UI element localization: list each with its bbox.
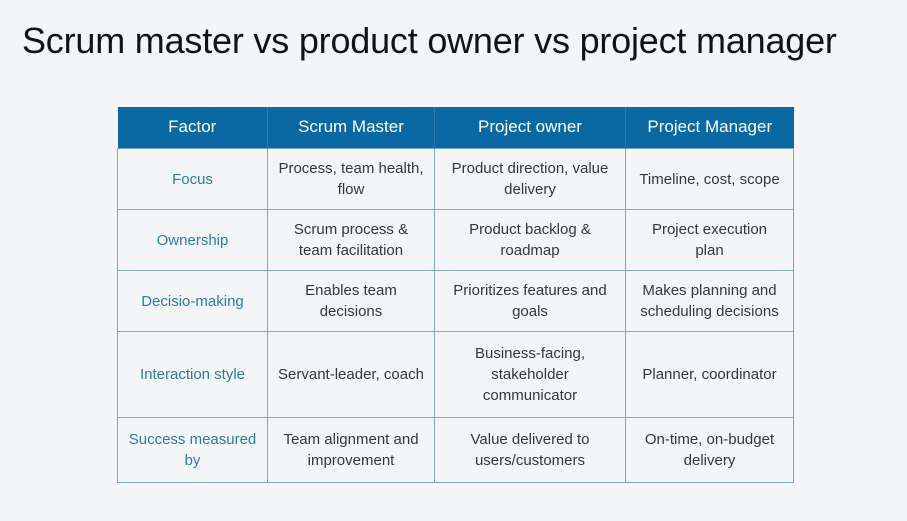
cell-project-owner-interaction-style: Business-facing, stakeholder communicato…: [434, 331, 626, 418]
cell-scrum-master-focus: Process, team health, flow: [267, 148, 435, 210]
cell-factor-focus: Focus: [117, 148, 268, 210]
column-header-factor: Factor: [117, 107, 268, 149]
table-row: Decisio-making Enables team decisions Pr…: [117, 270, 794, 332]
comparison-table: Factor Scrum Master Project owner Projec…: [117, 107, 794, 483]
cell-project-manager-success-measured-by: On-time, on-budget delivery: [625, 417, 794, 483]
cell-scrum-master-interaction-style: Servant-leader, coach: [267, 331, 435, 418]
table-row: Interaction style Servant-leader, coach …: [117, 331, 794, 418]
cell-scrum-master-ownership: Scrum process & team facilitation: [267, 209, 435, 271]
cell-factor-success-measured-by: Success measured by: [117, 417, 268, 483]
cell-project-owner-focus: Product direction, value delivery: [434, 148, 626, 210]
cell-project-owner-success-measured-by: Value delivered to users/customers: [434, 417, 626, 483]
cell-factor-ownership: Ownership: [117, 209, 268, 271]
table-header: Factor Scrum Master Project owner Projec…: [117, 107, 794, 149]
table-header-row: Factor Scrum Master Project owner Projec…: [117, 107, 794, 149]
column-header-project-owner: Project owner: [434, 107, 626, 149]
table-row: Ownership Scrum process & team facilitat…: [117, 209, 794, 271]
column-header-project-manager: Project Manager: [625, 107, 794, 149]
cell-project-manager-interaction-style: Planner, coordinator: [625, 331, 794, 418]
cell-scrum-master-decision-making: Enables team decisions: [267, 270, 435, 332]
cell-project-manager-focus: Timeline, cost, scope: [625, 148, 794, 210]
table-row: Success measured by Team alignment and i…: [117, 417, 794, 483]
comparison-table-container: Factor Scrum Master Project owner Projec…: [117, 107, 794, 483]
table-row: Focus Process, team health, flow Product…: [117, 148, 794, 210]
column-header-scrum-master: Scrum Master: [267, 107, 435, 149]
cell-factor-decision-making: Decisio-making: [117, 270, 268, 332]
cell-factor-interaction-style: Interaction style: [117, 331, 268, 418]
cell-project-owner-ownership: Product backlog & roadmap: [434, 209, 626, 271]
page-title: Scrum master vs product owner vs project…: [22, 20, 837, 61]
cell-project-manager-decision-making: Makes planning and scheduling decisions: [625, 270, 794, 332]
cell-scrum-master-success-measured-by: Team alignment and improvement: [267, 417, 435, 483]
table-body: Focus Process, team health, flow Product…: [117, 148, 794, 483]
cell-project-manager-ownership: Project execution plan: [625, 209, 794, 271]
cell-project-owner-decision-making: Prioritizes features and goals: [434, 270, 626, 332]
